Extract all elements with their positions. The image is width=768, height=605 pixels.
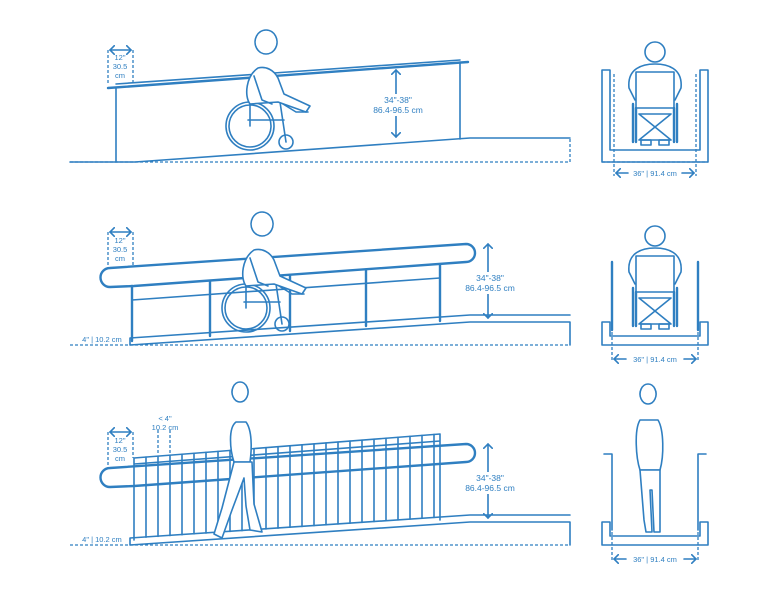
wheelchair-user-front-icon [627,224,683,331]
row-1-front-view: 36" | 91.4 cm [601,40,709,178]
width-label: 36" | 91.4 cm [633,169,677,178]
handrail-loop [99,442,477,489]
extension-in: 12" [114,53,125,62]
height-cm: 86.4-96.5 cm [465,283,515,293]
extension-cm: 30.5 [113,245,128,254]
ramp-surface [129,514,571,546]
extension-unit: cm [115,71,125,80]
balusters [145,433,435,538]
extension-in: 12" [114,236,125,245]
extension-unit: cm [115,254,125,263]
curb-label: 4" | 10.2 cm [82,535,122,544]
spacing-cm: 10.2 cm [152,423,179,432]
curb-label: 4" | 10.2 cm [82,335,122,344]
pedestrian-icon [213,381,263,539]
extension-cm: 30.5 [113,62,128,71]
spacing-in: < 4" [158,414,172,423]
row-3-side-view: 12" 30.5 cm < 4" 10.2 cm 34"-38" 86.4-96… [70,381,571,546]
pedestrian-front-icon [635,383,664,533]
wheelchair-user-icon [221,211,307,333]
ramp-surface [129,314,571,346]
wall-edges [115,61,461,163]
handrail-loop [99,242,477,289]
row-3-front-view: 36" | 91.4 cm [601,383,709,564]
wheelchair-user-front-icon [627,40,683,147]
height-cm: 86.4-96.5 cm [465,483,515,493]
height-in: 34"-38" [476,273,504,283]
handrail [106,60,470,90]
extension-guides [107,50,134,85]
width-label: 36" | 91.4 cm [633,555,677,564]
height-cm: 86.4-96.5 cm [373,105,423,115]
extension-in: 12" [114,436,125,445]
ramp-surface [69,137,571,163]
width-label: 36" | 91.4 cm [633,355,677,364]
extension-cm: 30.5 [113,445,128,454]
height-in: 34"-38" [476,473,504,483]
row-2-side-view: 12" 30.5 cm 34"-38" 86.4-96.5 cm 4" | 10… [70,211,571,346]
wheelchair-user-icon [225,29,311,151]
extension-unit: cm [115,454,125,463]
row-2-front-view: 36" | 91.4 cm [601,224,709,364]
height-in: 34"-38" [384,95,412,105]
row-1-side-view: 12" 30.5 cm 34"-38" 86.4-96.5 cm [69,29,571,163]
ground-line [70,138,571,163]
rail-posts [130,263,442,343]
